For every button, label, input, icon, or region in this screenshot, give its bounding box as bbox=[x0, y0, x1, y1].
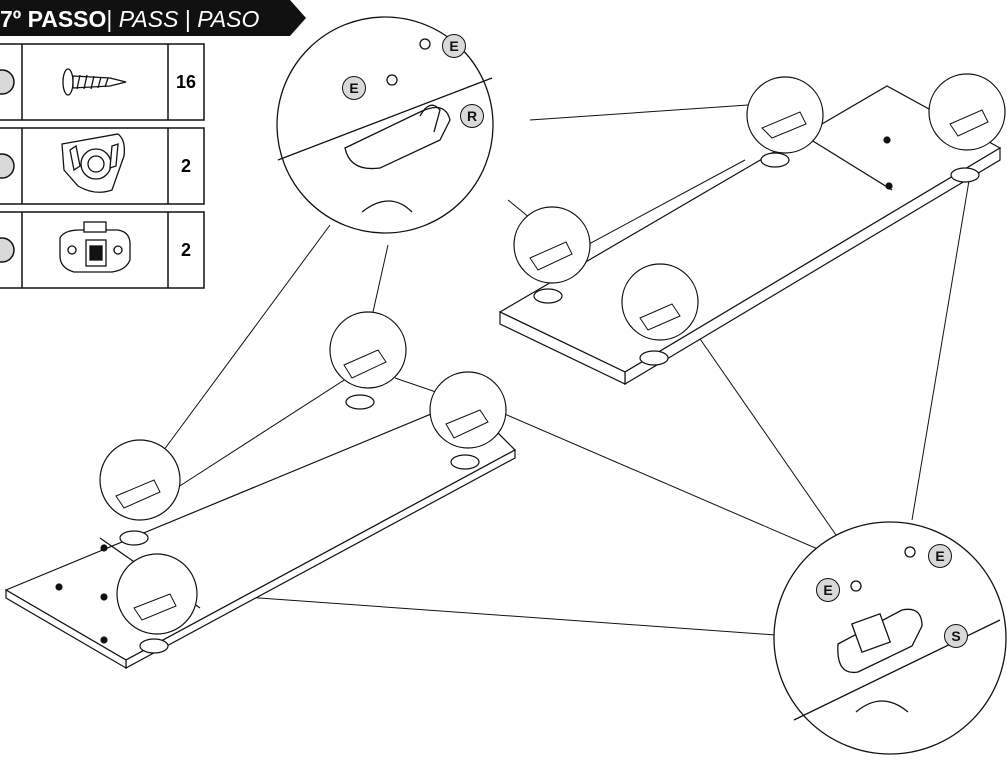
step-title-es: PASO bbox=[190, 6, 260, 32]
callout-e-top-left: E bbox=[342, 76, 366, 100]
hinge-base-icon bbox=[61, 133, 126, 193]
step-title-pt: 7º PASSO bbox=[0, 6, 107, 32]
fittings bbox=[115, 109, 989, 621]
part-qty-screw: 16 bbox=[175, 72, 197, 92]
step-title-en: PASS bbox=[112, 6, 185, 32]
callout-e-bottom-left: E bbox=[816, 578, 840, 602]
latch-plate-icon bbox=[59, 221, 131, 273]
step-sep2: | bbox=[184, 6, 191, 32]
callout-e-bottom-right: E bbox=[928, 544, 952, 568]
parts-table bbox=[0, 43, 205, 289]
magnifier-bottom bbox=[773, 521, 1007, 755]
step-banner bbox=[0, 0, 306, 36]
holes bbox=[119, 152, 980, 654]
step-sep1: | bbox=[106, 6, 113, 32]
callout-s: S bbox=[944, 624, 968, 648]
step-title: 7º PASSO| PASS | PASO bbox=[0, 4, 259, 34]
detail-circles bbox=[99, 73, 1006, 635]
callout-e-top-right: E bbox=[442, 34, 466, 58]
screw-icon bbox=[62, 68, 127, 96]
part-qty-hinge-base: 2 bbox=[180, 156, 191, 176]
board-lower bbox=[4, 399, 516, 670]
magnifier-top bbox=[276, 16, 494, 234]
callout-r: R bbox=[460, 104, 484, 128]
part-qty-latch-plate: 2 bbox=[180, 240, 191, 260]
